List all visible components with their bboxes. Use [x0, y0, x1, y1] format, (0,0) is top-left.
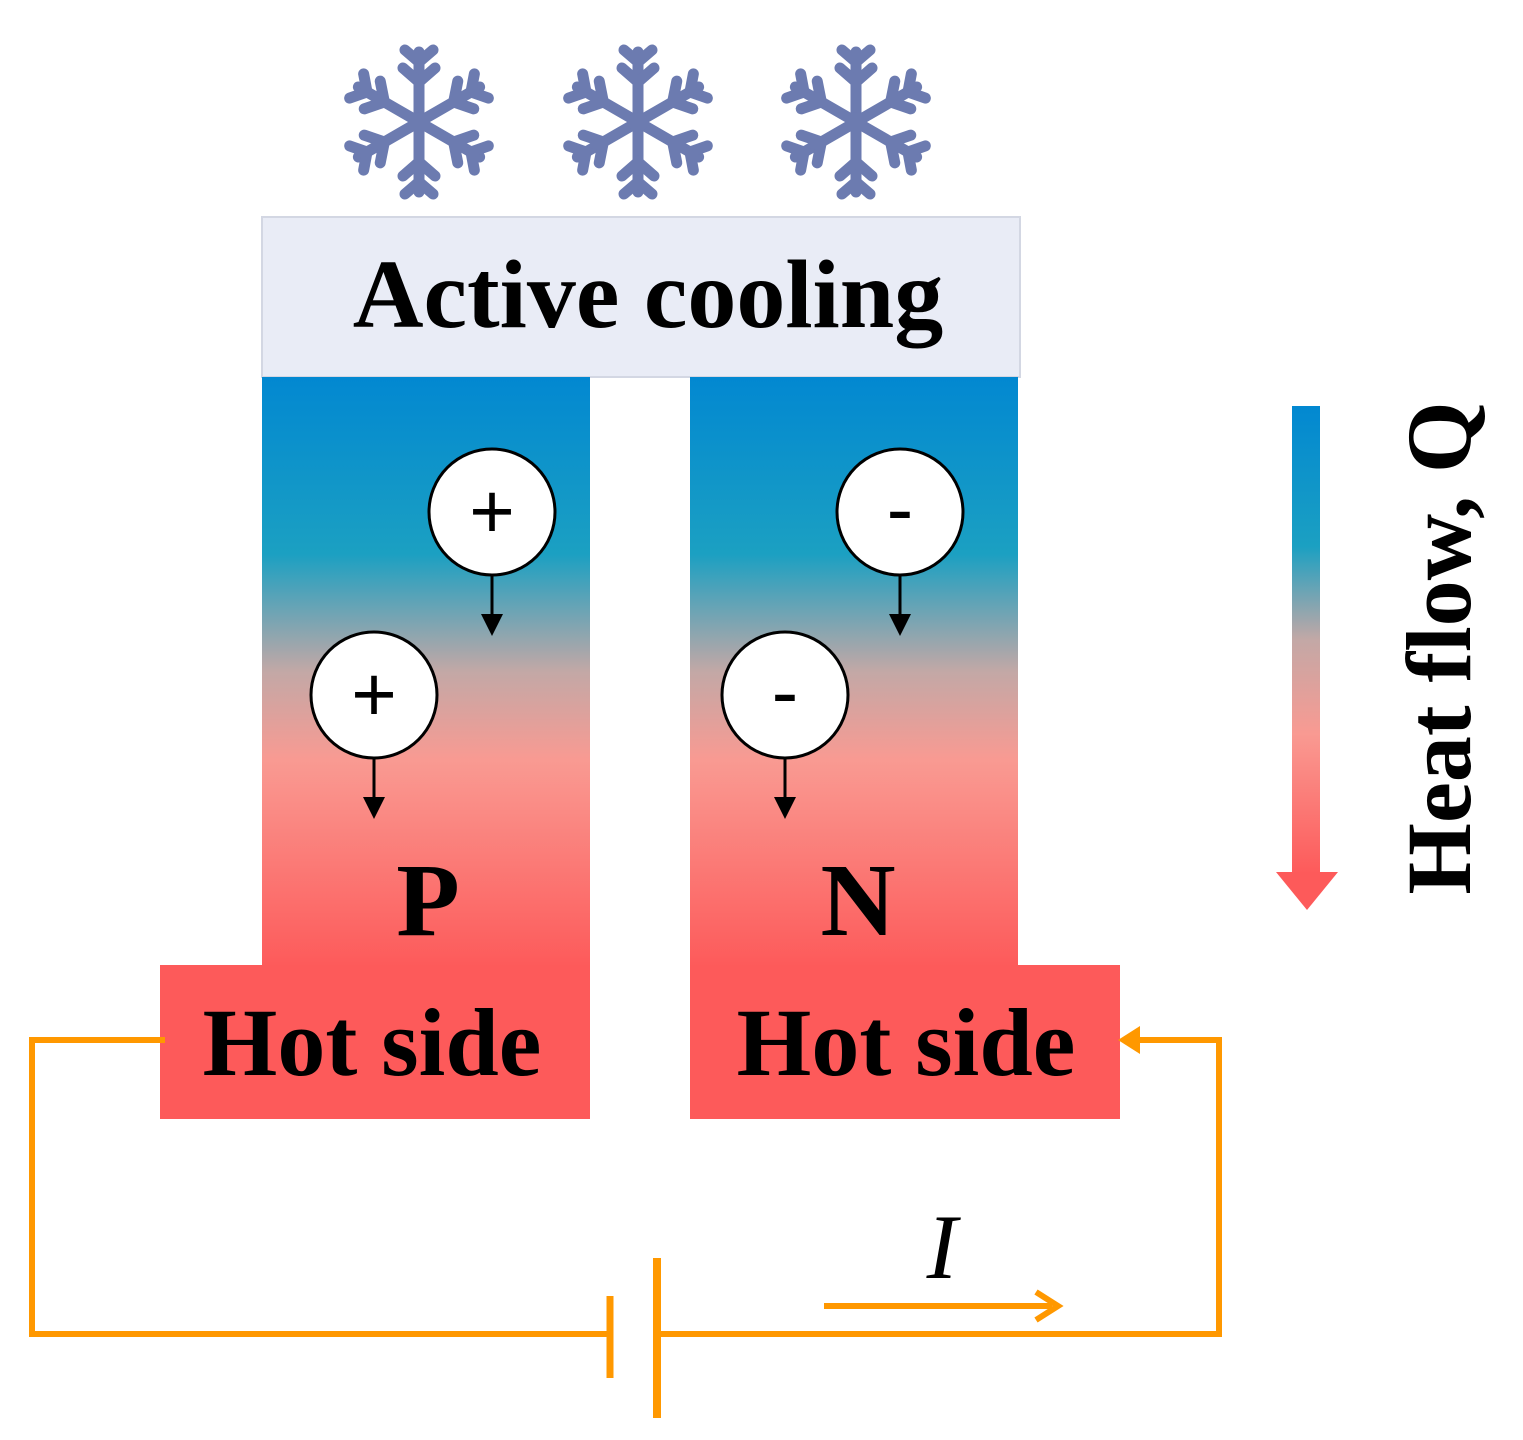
circuit-wire — [29, 1037, 1222, 1337]
current-direction-arrow — [824, 1289, 1064, 1323]
current-label: I — [926, 1196, 962, 1298]
cold-plate-label: Active cooling — [353, 241, 944, 349]
p-leg-label: P — [396, 843, 460, 958]
cold-plate — [261, 216, 1021, 378]
hot-side-right — [690, 965, 1120, 1119]
electron-sign: - — [887, 464, 914, 553]
hole-carrier: + — [427, 447, 557, 636]
n-leg-label: N — [820, 843, 895, 958]
snowflake-icon — [568, 50, 709, 194]
heat-flow-label: Heat flow, Q — [1388, 401, 1490, 894]
electron-carrier: - — [835, 447, 965, 636]
electron-sign: - — [772, 647, 799, 736]
hot-side-right-label: Hot side — [737, 989, 1076, 1096]
hole-sign: + — [469, 467, 515, 555]
snowflake-icon — [349, 50, 490, 194]
hole-sign: + — [351, 650, 397, 738]
hot-side-left-label: Hot side — [203, 989, 542, 1096]
snowflake-icon — [786, 50, 927, 194]
current-arrowhead — [1118, 1026, 1140, 1054]
hole-carrier: + — [309, 630, 439, 819]
electron-carrier: - — [720, 630, 850, 819]
hot-side-left — [160, 965, 590, 1119]
battery-icon — [606, 1258, 661, 1418]
heat-flow-arrow — [1276, 406, 1338, 910]
